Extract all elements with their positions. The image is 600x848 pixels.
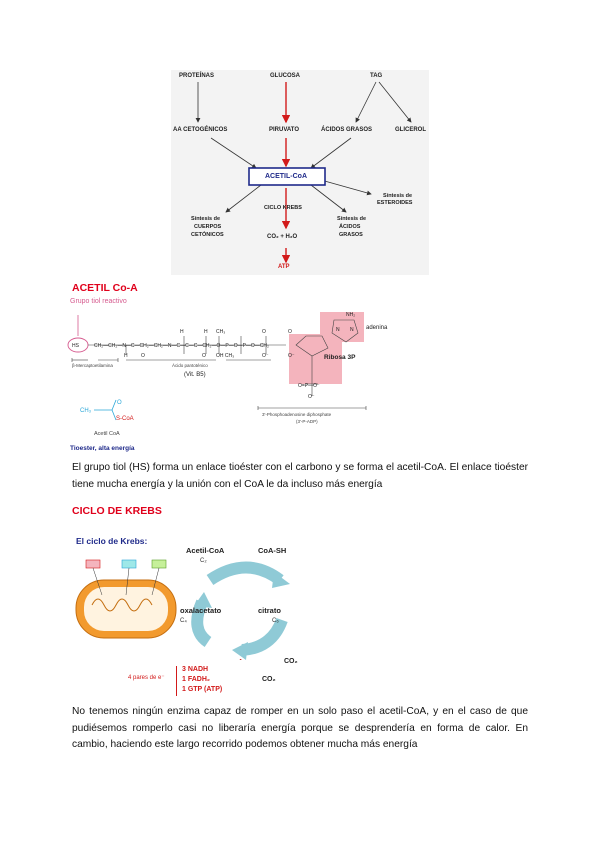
svg-text:O: O xyxy=(262,329,266,335)
svg-text:CH₂—CH₂—N—C—CH₂—CH₂—N—C—C—C—CH: CH₂—CH₂—N—C—CH₂—CH₂—N—C—C—C—CH₂—O—P—O—P—… xyxy=(94,343,269,349)
acetil-coa-heading: ACETIL Co-A xyxy=(72,282,138,294)
svg-text:NH₂: NH₂ xyxy=(346,312,355,318)
acidos-sint-label-3: GRASOS xyxy=(339,232,363,238)
tag-label: TAG xyxy=(370,73,383,79)
cycle-c6: C₆ xyxy=(272,618,279,624)
cuerpos-label-2: CUERPOS xyxy=(194,224,222,230)
acetyl-scoa-label: S-CoA xyxy=(116,416,134,422)
acetil-coa-name: Acetil CoA xyxy=(94,431,120,437)
svg-text:OH CH₃: OH CH₃ xyxy=(216,353,234,359)
beta-merc-label: β-Mercaptoetilamina xyxy=(72,363,113,368)
svg-text:O: O xyxy=(117,400,122,406)
svg-text:O: O xyxy=(141,353,145,359)
metabolism-arrows xyxy=(195,81,412,264)
cuerpos-label-3: CETÓNICOS xyxy=(191,232,224,238)
cycle-co2-a: CO₂ xyxy=(284,658,298,665)
svg-text:N: N xyxy=(350,327,354,333)
cuerpos-label-1: Síntesis de xyxy=(191,216,221,222)
cycle-arrows xyxy=(191,561,290,660)
grupo-tiol-label: Grupo tiol reactivo xyxy=(70,298,127,305)
cycle-acetil-coa: Acetil-CoA xyxy=(186,546,225,555)
acetyl-group-drawing: CH₃ O xyxy=(80,399,122,421)
cycle-citrato: citrato xyxy=(258,606,281,615)
ribosa-label: Ribosa 3P xyxy=(324,354,356,361)
tioester-label: Tioester, alta energía xyxy=(70,445,135,452)
co2-h2o-label: CO₂ + H₂O xyxy=(267,234,298,240)
svg-text:O⁻: O⁻ xyxy=(308,394,315,400)
aa-cetogenicos-label: AA CETOGÉNICOS xyxy=(173,127,228,133)
cycle-fadh2: 1 FADH₂ xyxy=(182,676,211,683)
piruvato-label: PIRUVATO xyxy=(269,127,300,133)
krebs-diagram: El ciclo de Krebs: Acetil-CoA C₂ CoA-SH … xyxy=(72,532,322,702)
acidos-sint-label-2: ÁCIDOS xyxy=(339,224,361,230)
proteinas-label: PROTEÍNAS xyxy=(179,73,215,79)
ribose-highlight xyxy=(289,334,342,384)
svg-text:H: H xyxy=(180,329,184,335)
structure-drawing: HS CH₂—CH₂—N—C—CH₂—CH₂—N—C—C—C—CH₂—O—P—O… xyxy=(67,312,367,410)
cycle-coa-sh: CoA-SH xyxy=(258,546,287,555)
glicerol-label: GLICEROL xyxy=(395,127,426,133)
atp-label: ATP xyxy=(278,264,290,270)
cycle-pares: 4 pares de e⁻ xyxy=(128,675,165,681)
svg-text:CH₃: CH₃ xyxy=(216,329,225,335)
phospho-label: 3'-Phosphoadenosine diphosphate xyxy=(262,412,332,417)
krebs-diagram-title: El ciclo de Krebs: xyxy=(76,536,148,546)
svg-text:O=P—O⁻: O=P—O⁻ xyxy=(298,383,320,389)
metabolism-diagram: PROTEÍNAS GLUCOSA TAG AA CETOGÉNICOS PIR… xyxy=(171,70,429,275)
cycle-c4: C₄ xyxy=(180,618,187,624)
pantotenico-label: Ácido pantoténico xyxy=(172,363,208,368)
cycle-gtp: 1 GTP (ATP) xyxy=(182,686,223,693)
svg-text:N: N xyxy=(336,327,340,333)
acetil-paragraph: El grupo tiol (HS) forma un enlace tioés… xyxy=(72,462,528,490)
acetyl-coa-structure: HS CH₂—CH₂—N—C—CH₂—CH₂—N—C—C—C—CH₂—O—P—O… xyxy=(66,298,396,456)
cycle-co2-b: CO₂ xyxy=(262,676,276,683)
cycle-nadh: 3 NADH xyxy=(182,666,209,673)
krebs-paragraph: No tenemos ningún enzima capaz de romper… xyxy=(72,706,528,750)
acidos-grasos-label: ÁCIDOS GRASOS xyxy=(321,127,373,133)
svg-text:HS: HS xyxy=(72,343,80,349)
glucosa-label: GLUCOSA xyxy=(270,73,300,79)
svg-text:O: O xyxy=(202,353,206,359)
svg-text:O⁻: O⁻ xyxy=(288,353,295,359)
svg-text:O⁻: O⁻ xyxy=(262,353,269,359)
cycle-bracket xyxy=(176,666,181,696)
phospho-sub-label: (3'-P-ADP) xyxy=(296,419,318,424)
acetil-coa-box: ACETIL-CoA xyxy=(265,173,307,180)
cycle-oxalacetato: oxalacetato xyxy=(180,606,222,615)
adenina-label: adenina xyxy=(366,325,388,331)
vit-b5-label: (Vit. B5) xyxy=(184,372,206,378)
svg-text:CH₃: CH₃ xyxy=(80,408,92,414)
cycle-c2: C₂ xyxy=(200,558,207,564)
svg-text:H: H xyxy=(124,353,128,359)
esteroides-label-1: Síntesis de xyxy=(383,193,413,199)
svg-text:O: O xyxy=(288,329,292,335)
adenine-highlight xyxy=(320,312,364,342)
ciclo-krebs-label: CICLO KREBS xyxy=(264,205,302,211)
acidos-sint-label-1: Síntesis de xyxy=(337,216,367,222)
esteroides-label-2: ESTEROIDES xyxy=(377,200,413,206)
krebs-heading: CICLO DE KREBS xyxy=(72,505,162,517)
svg-text:H: H xyxy=(204,329,208,335)
mitochondrion xyxy=(75,559,177,639)
